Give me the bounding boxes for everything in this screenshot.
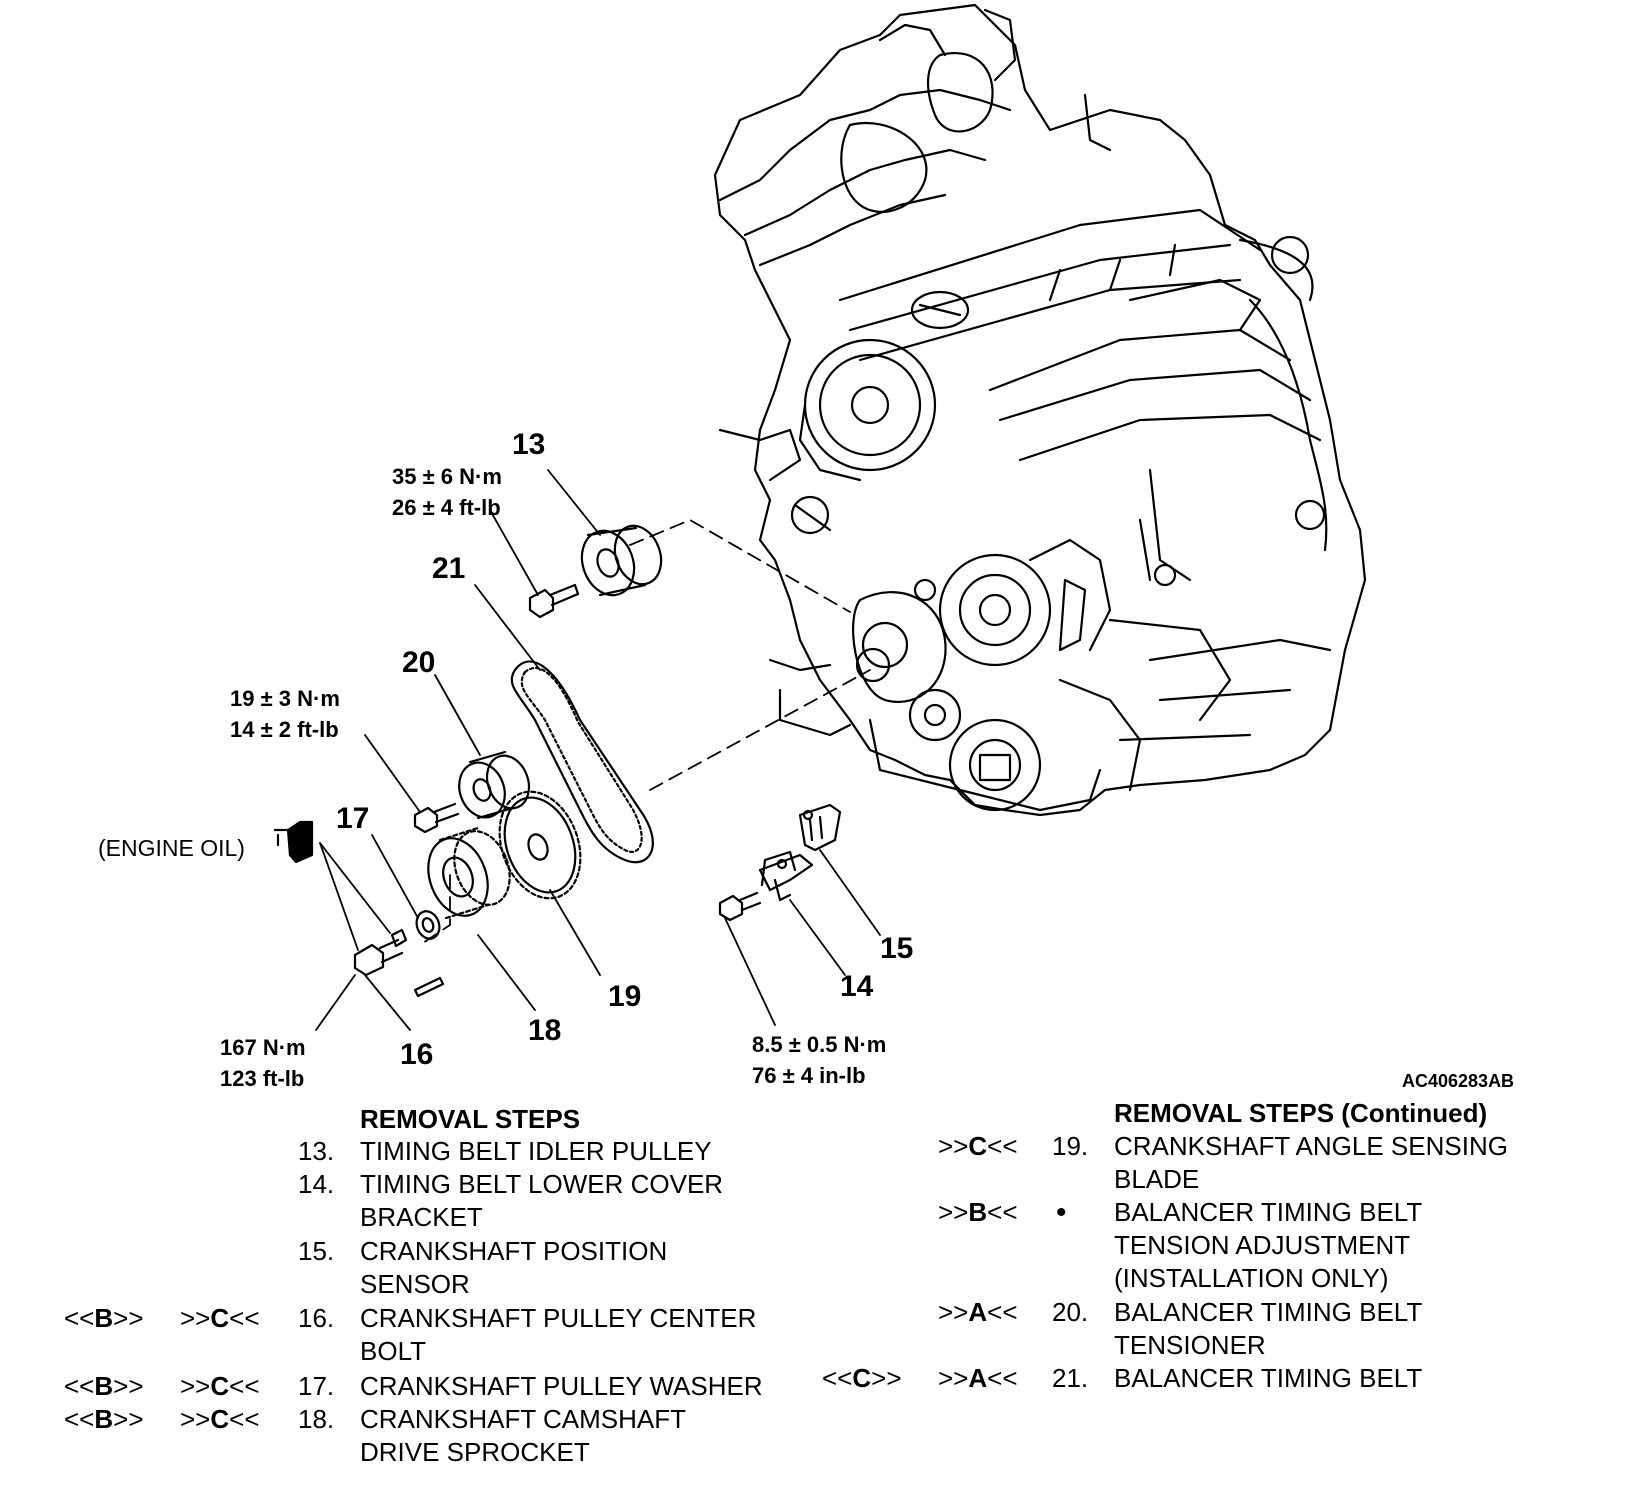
torque-spec-14: 8.5 ± 0.5 N·m 76 ± 4 in-lb [752,1029,886,1091]
step-number: 17. [298,1371,335,1401]
step-text-cont: DRIVE SPROCKET [360,1437,590,1467]
step-number: 15. [298,1236,335,1266]
step-text-cont: BLADE [1114,1164,1200,1194]
torque-spec-13: 35 ± 6 N·m 26 ± 4 ft-lb [392,461,502,523]
callout-15: 15 [880,932,914,965]
callout-20: 20 [402,646,436,679]
step-text-cont: BRACKET [360,1202,483,1232]
woodruff-key [413,976,445,998]
step-text-cont: TENSIONER [1114,1330,1266,1360]
crank-position-sensor-part [798,803,842,852]
step-text-cont: TENSION ADJUSTMENT [1114,1230,1411,1260]
torque-spec-14-metric: 8.5 ± 0.5 N·m [752,1032,887,1057]
step-text: BALANCER TIMING BELT [1114,1197,1423,1227]
step-text: CRANKSHAFT POSITION [360,1236,668,1266]
callout-13: 13 [512,428,546,461]
engine-oil-label: (ENGINE OIL) [98,835,245,861]
torque-spec-14-imperial: 76 ± 4 in-lb [752,1063,866,1088]
callout-19: 19 [608,980,642,1013]
leader-lines [315,469,881,1031]
installation-service-point: >>A<< [938,1363,1018,1393]
step-number: 21. [1052,1363,1089,1393]
step-text: CRANKSHAFT ANGLE SENSING [1114,1131,1508,1161]
bracket-bolt-part [718,891,762,922]
removal-service-point: <<C>> [822,1363,902,1393]
torque-spec-20-metric: 19 ± 3 N·m [230,686,340,711]
step-number: 13. [298,1136,335,1166]
step-text: TIMING BELT LOWER COVER [360,1169,724,1199]
engine-assembly [713,3,1367,817]
torque-spec-16-imperial: 123 ft-lb [220,1066,305,1091]
step-text: CRANKSHAFT CAMSHAFT [360,1404,686,1434]
torque-spec-16-metric: 167 N·m [220,1035,306,1060]
lower-cover-bracket-part [758,850,814,902]
torque-spec-20: 19 ± 3 N·m 14 ± 2 ft-lb [230,683,340,745]
installation-service-point: >>C<< [938,1131,1018,1161]
idler-pulley-bolt [528,583,580,619]
crank-sprocket-part [427,826,511,920]
removal-service-point: <<B>> [64,1303,144,1333]
tensioner-bolt [413,802,460,834]
step-text: CRANKSHAFT PULLEY WASHER [360,1371,763,1401]
step-number: 20. [1052,1297,1089,1327]
installation-service-point: >>C<< [180,1404,260,1434]
installation-service-point: >>B<< [938,1197,1018,1227]
step-number: 19. [1052,1131,1089,1161]
installation-service-point: >>C<< [180,1371,260,1401]
balancer-timing-belt-part [510,660,654,864]
center-bolt-part [353,928,408,977]
torque-spec-20-imperial: 14 ± 2 ft-lb [230,717,339,742]
torque-spec-13-metric: 35 ± 6 N·m [392,464,502,489]
idler-pulley-part [580,524,663,597]
installation-service-point: >>C<< [180,1303,260,1333]
step-text: BALANCER TIMING BELT [1114,1363,1423,1393]
torque-spec-13-imperial: 26 ± 4 ft-lb [392,495,501,520]
step-text-cont: BOLT [360,1336,426,1366]
step-text-cont: (INSTALLATION ONLY) [1114,1263,1389,1293]
removal-steps-continued-title: REMOVAL STEPS (Continued) [1114,1098,1488,1128]
torque-spec-16: 167 N·m 123 ft-lb [220,1032,306,1094]
pulley-washer-part [415,910,441,940]
removal-service-point: <<B>> [64,1371,144,1401]
step-text: CRANKSHAFT PULLEY CENTER [360,1303,757,1333]
step-number: 16. [298,1303,335,1333]
engine-oil-can-icon [273,820,314,864]
removal-service-point: <<B>> [64,1404,144,1434]
installation-service-point: >>A<< [938,1297,1018,1327]
removal-steps-title: REMOVAL STEPS [360,1104,581,1134]
step-text: BALANCER TIMING BELT [1114,1297,1423,1327]
angle-sensing-blade-part [498,790,582,900]
step-text-cont: SENSOR [360,1269,470,1299]
step-number: 18. [298,1404,335,1434]
callout-14: 14 [840,970,874,1003]
tensioner-part [458,750,531,820]
callout-17: 17 [336,802,370,835]
figure-id: AC406283AB [1402,1071,1515,1091]
step-number: 14. [298,1169,335,1199]
callout-21: 21 [432,552,466,585]
callout-18: 18 [528,1014,562,1047]
step-text: TIMING BELT IDLER PULLEY [360,1136,712,1166]
callout-16: 16 [400,1038,434,1071]
bullet-icon: • [1056,1196,1067,1229]
